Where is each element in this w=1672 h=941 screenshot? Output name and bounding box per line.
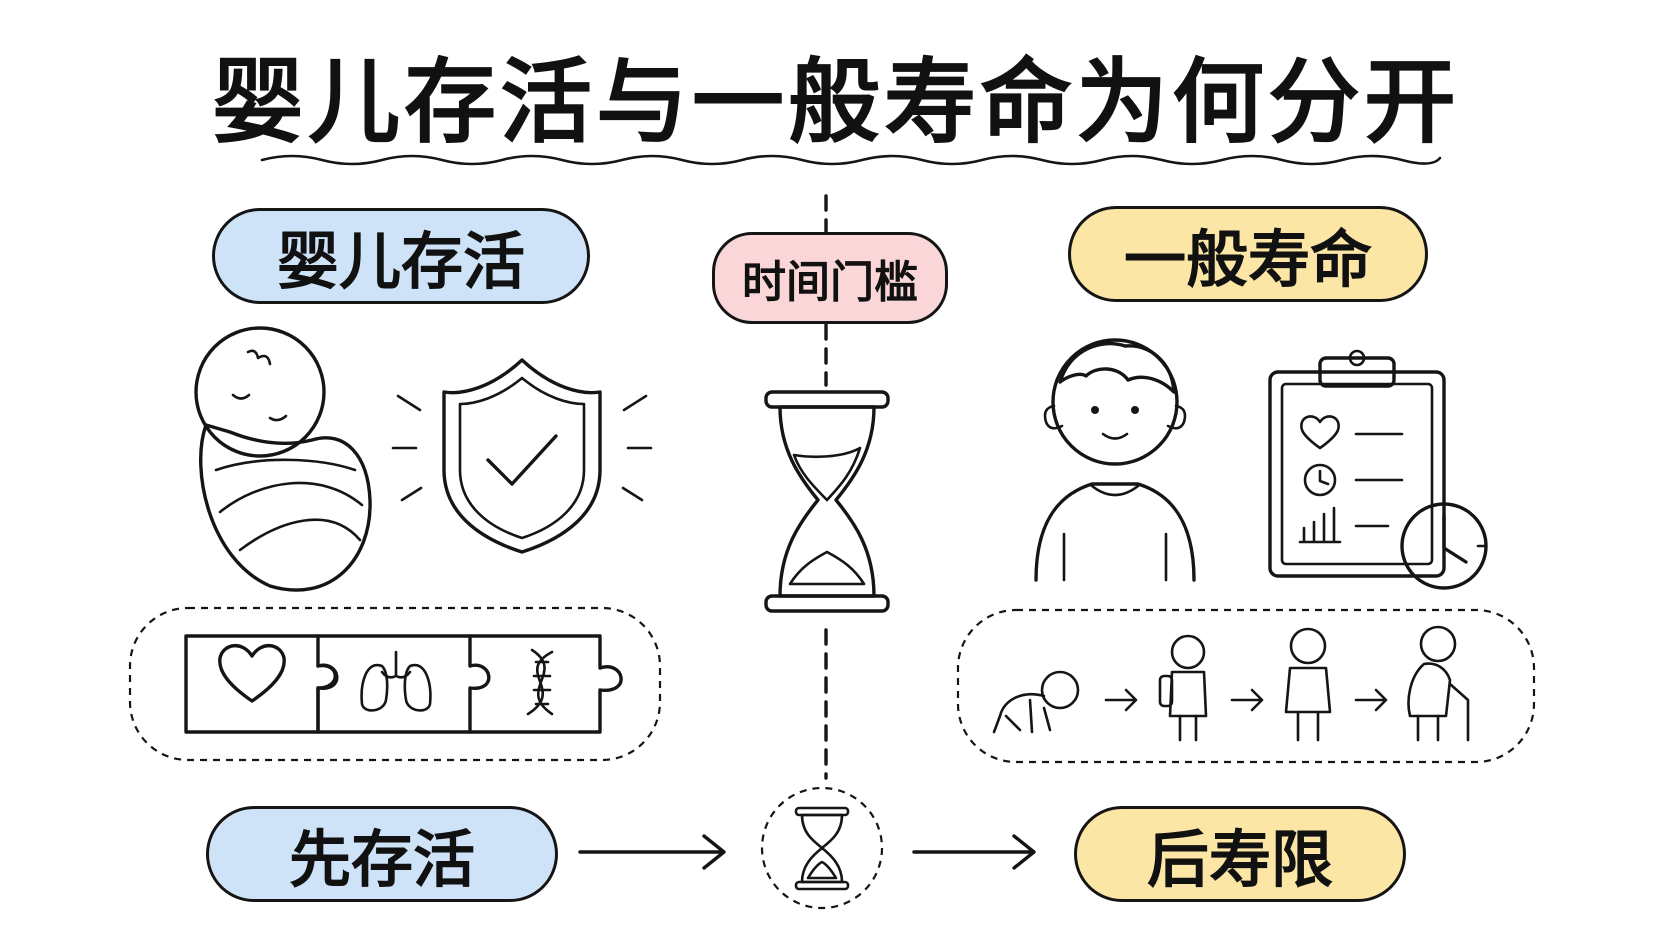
label-time-threshold-text: 时间门槛 bbox=[742, 257, 918, 308]
label-lifespan-limit-after-text: 后寿限 bbox=[1146, 823, 1333, 896]
shield-check-icon bbox=[391, 358, 653, 554]
adult-icon bbox=[1284, 627, 1332, 742]
label-general-lifespan-text: 一般寿命 bbox=[1123, 223, 1372, 296]
dna-icon bbox=[526, 648, 554, 716]
right-dashed-group bbox=[956, 608, 1536, 764]
label-time-threshold: 时间门槛 bbox=[712, 232, 948, 324]
baby-icon bbox=[194, 326, 372, 592]
arrow-right-icon bbox=[1104, 688, 1138, 712]
left-dashed-group bbox=[128, 606, 662, 762]
arrow-right-icon bbox=[1230, 688, 1264, 712]
arrow-right-icon bbox=[578, 834, 726, 870]
hourglass-icon bbox=[764, 390, 890, 613]
schoolchild-icon bbox=[1158, 634, 1208, 742]
hourglass-icon bbox=[794, 806, 850, 891]
label-survive-first: 先存活 bbox=[206, 806, 558, 902]
label-infant-survival: 婴儿存活 bbox=[212, 208, 590, 304]
elder-with-cane-icon bbox=[1407, 625, 1470, 742]
label-lifespan-limit-after: 后寿限 bbox=[1074, 806, 1406, 902]
puzzle-strip bbox=[184, 634, 623, 734]
crawling-baby-icon bbox=[992, 670, 1080, 734]
label-infant-survival-text: 婴儿存活 bbox=[276, 225, 525, 298]
page-title: 婴儿存活与一般寿命为何分开 bbox=[211, 49, 1460, 156]
title-underline bbox=[260, 154, 1442, 166]
label-general-lifespan: 一般寿命 bbox=[1068, 206, 1428, 302]
heart-icon bbox=[218, 644, 286, 703]
arrow-right-icon bbox=[912, 834, 1036, 870]
clipboard-clock-icon bbox=[1268, 349, 1488, 590]
small-hourglass-circle bbox=[760, 786, 884, 910]
child-icon bbox=[1034, 338, 1196, 582]
lungs-icon bbox=[360, 650, 432, 712]
label-survive-first-text: 先存活 bbox=[288, 823, 475, 896]
arrow-right-icon bbox=[1354, 688, 1388, 712]
